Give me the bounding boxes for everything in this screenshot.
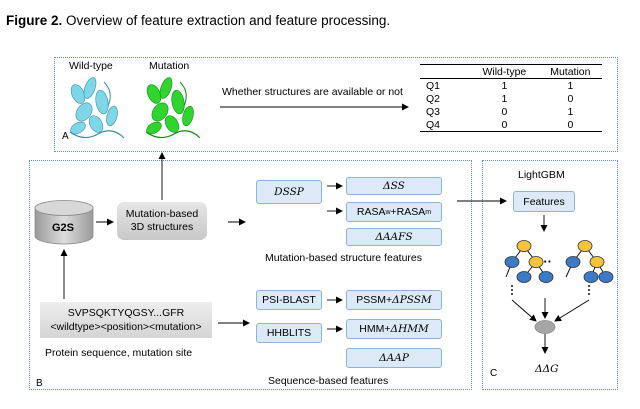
hhblits-label: HHBLITS — [266, 327, 312, 339]
rasa-m-sub: m — [425, 208, 432, 216]
psiblast-label: PSI-BLAST — [262, 294, 316, 306]
rasa-m-label: RASA — [396, 206, 426, 218]
table-cell: 1 — [501, 92, 508, 105]
delta-pssm-label: ΔPSSM — [392, 294, 432, 306]
table-cell: Q4 — [426, 118, 441, 131]
table-cell: 1 — [567, 79, 574, 92]
tree1-node — [528, 256, 544, 268]
tree2-root-node — [577, 240, 593, 252]
delta-ss-box: ΔSS — [346, 177, 442, 195]
mutation-label: Mutation — [149, 60, 190, 72]
panel-c — [482, 160, 618, 390]
table-row: Q2 1 0 — [420, 92, 602, 105]
hhblits-box: HHBLITS — [256, 323, 322, 343]
pssm-box: PSSM+ΔPSSM — [346, 290, 442, 310]
mutation-structures-box: Mutation-based 3D structures — [117, 202, 207, 240]
dssp-label: DSSP — [274, 186, 304, 198]
pssm-label: PSSM+ — [356, 294, 393, 306]
tree2-leaf-node — [598, 271, 614, 283]
panel-b — [29, 160, 472, 390]
panel-c-label: C — [490, 368, 498, 379]
features-label: Features — [523, 195, 565, 208]
sequence-caption: Protein sequence, mutation site — [45, 347, 193, 359]
tree2-leaf-node — [583, 271, 599, 283]
table-cell: 0 — [501, 105, 508, 118]
table-cell: 1 — [501, 79, 508, 92]
table-row: Q1 1 1 — [420, 79, 602, 93]
figure-title: Figure 2. Overview of feature extraction… — [6, 13, 390, 28]
table-header-cell: Mutation — [550, 65, 591, 78]
table-cell: 0 — [567, 92, 574, 105]
mutation-protein-image — [145, 77, 201, 139]
panel-b-label: B — [36, 378, 43, 389]
tree1-root-node — [516, 240, 532, 252]
aggregate-node — [534, 320, 556, 334]
panel-a — [54, 57, 618, 152]
mutation-structures-line2: 3D structures — [130, 221, 194, 233]
rasa-w-sub: w — [385, 208, 391, 216]
mutation-structures-line1: Mutation-based — [125, 208, 199, 220]
availability-text: Whether structures are available or not — [222, 86, 403, 98]
wildtype-protein-image — [69, 77, 125, 139]
tree1-dashed-to-aggregate — [511, 299, 537, 322]
table-cell: Q2 — [426, 92, 441, 105]
delta-aap-box: ΔAAP — [346, 348, 442, 368]
wildtype-label: Wild-type — [69, 60, 113, 72]
figure-number: Figure 2. — [6, 13, 63, 28]
sequence-line1: SVPSQKTYQGSY...GFR — [67, 307, 185, 319]
rasa-w-label: RASA — [356, 206, 386, 218]
delta-aafs-label: ΔAAFS — [375, 231, 413, 243]
hmm-box: HMM+ΔHMM — [346, 319, 442, 339]
delta-aafs-box: ΔAAFS — [346, 228, 442, 246]
table-cell: Q1 — [426, 79, 441, 92]
table-header-row: Wild-type Mutation — [420, 64, 602, 79]
delta-hmm-label: ΔHMM — [390, 323, 429, 335]
table-cell: Q3 — [426, 105, 441, 118]
tree2-dashed-to-aggregate — [554, 299, 590, 322]
table-cell: 0 — [501, 118, 508, 131]
rasa-plus: + — [390, 206, 397, 218]
dssp-box: DSSP — [256, 180, 322, 204]
ddg-output-label: ΔΔG — [535, 363, 559, 375]
table-header-cell: Wild-type — [482, 65, 527, 78]
tree-ellipsis: ··· — [539, 254, 552, 269]
tree2-node — [589, 256, 605, 268]
psiblast-box: PSI-BLAST — [256, 290, 322, 310]
g2s-label: G2S — [52, 222, 75, 234]
g2s-database-icon — [34, 200, 94, 245]
delta-aap-label: ΔAAP — [379, 352, 409, 364]
availability-table: Wild-type Mutation Q1 1 1 Q2 1 0 Q3 0 1 … — [420, 64, 602, 132]
features-box: Features — [513, 191, 575, 212]
figure-caption: Overview of feature extraction and featu… — [62, 13, 391, 28]
tree2-node — [565, 256, 581, 268]
structure-features-caption: Mutation-based structure features — [265, 252, 422, 264]
delta-ss-label: ΔSS — [383, 180, 405, 192]
tree1-leaf-node — [538, 271, 554, 283]
sequence-features-caption: Sequence-based features — [268, 375, 389, 387]
sequence-box: SVPSQKTYQGSY...GFR <wildtype><position><… — [40, 302, 212, 338]
panel-a-label: A — [62, 131, 69, 142]
table-row: Q4 0 0 — [420, 118, 602, 132]
table-row: Q3 0 1 — [420, 105, 602, 118]
tree1-leaf-node — [516, 271, 532, 283]
table-cell: 1 — [567, 105, 574, 118]
sequence-line2: <wildtype><position><mutation> — [50, 321, 202, 333]
lightgbm-label: LightGBM — [518, 169, 565, 181]
tree1-node — [504, 256, 520, 268]
hmm-label: HMM+ — [359, 323, 391, 335]
table-cell: 0 — [567, 118, 574, 131]
